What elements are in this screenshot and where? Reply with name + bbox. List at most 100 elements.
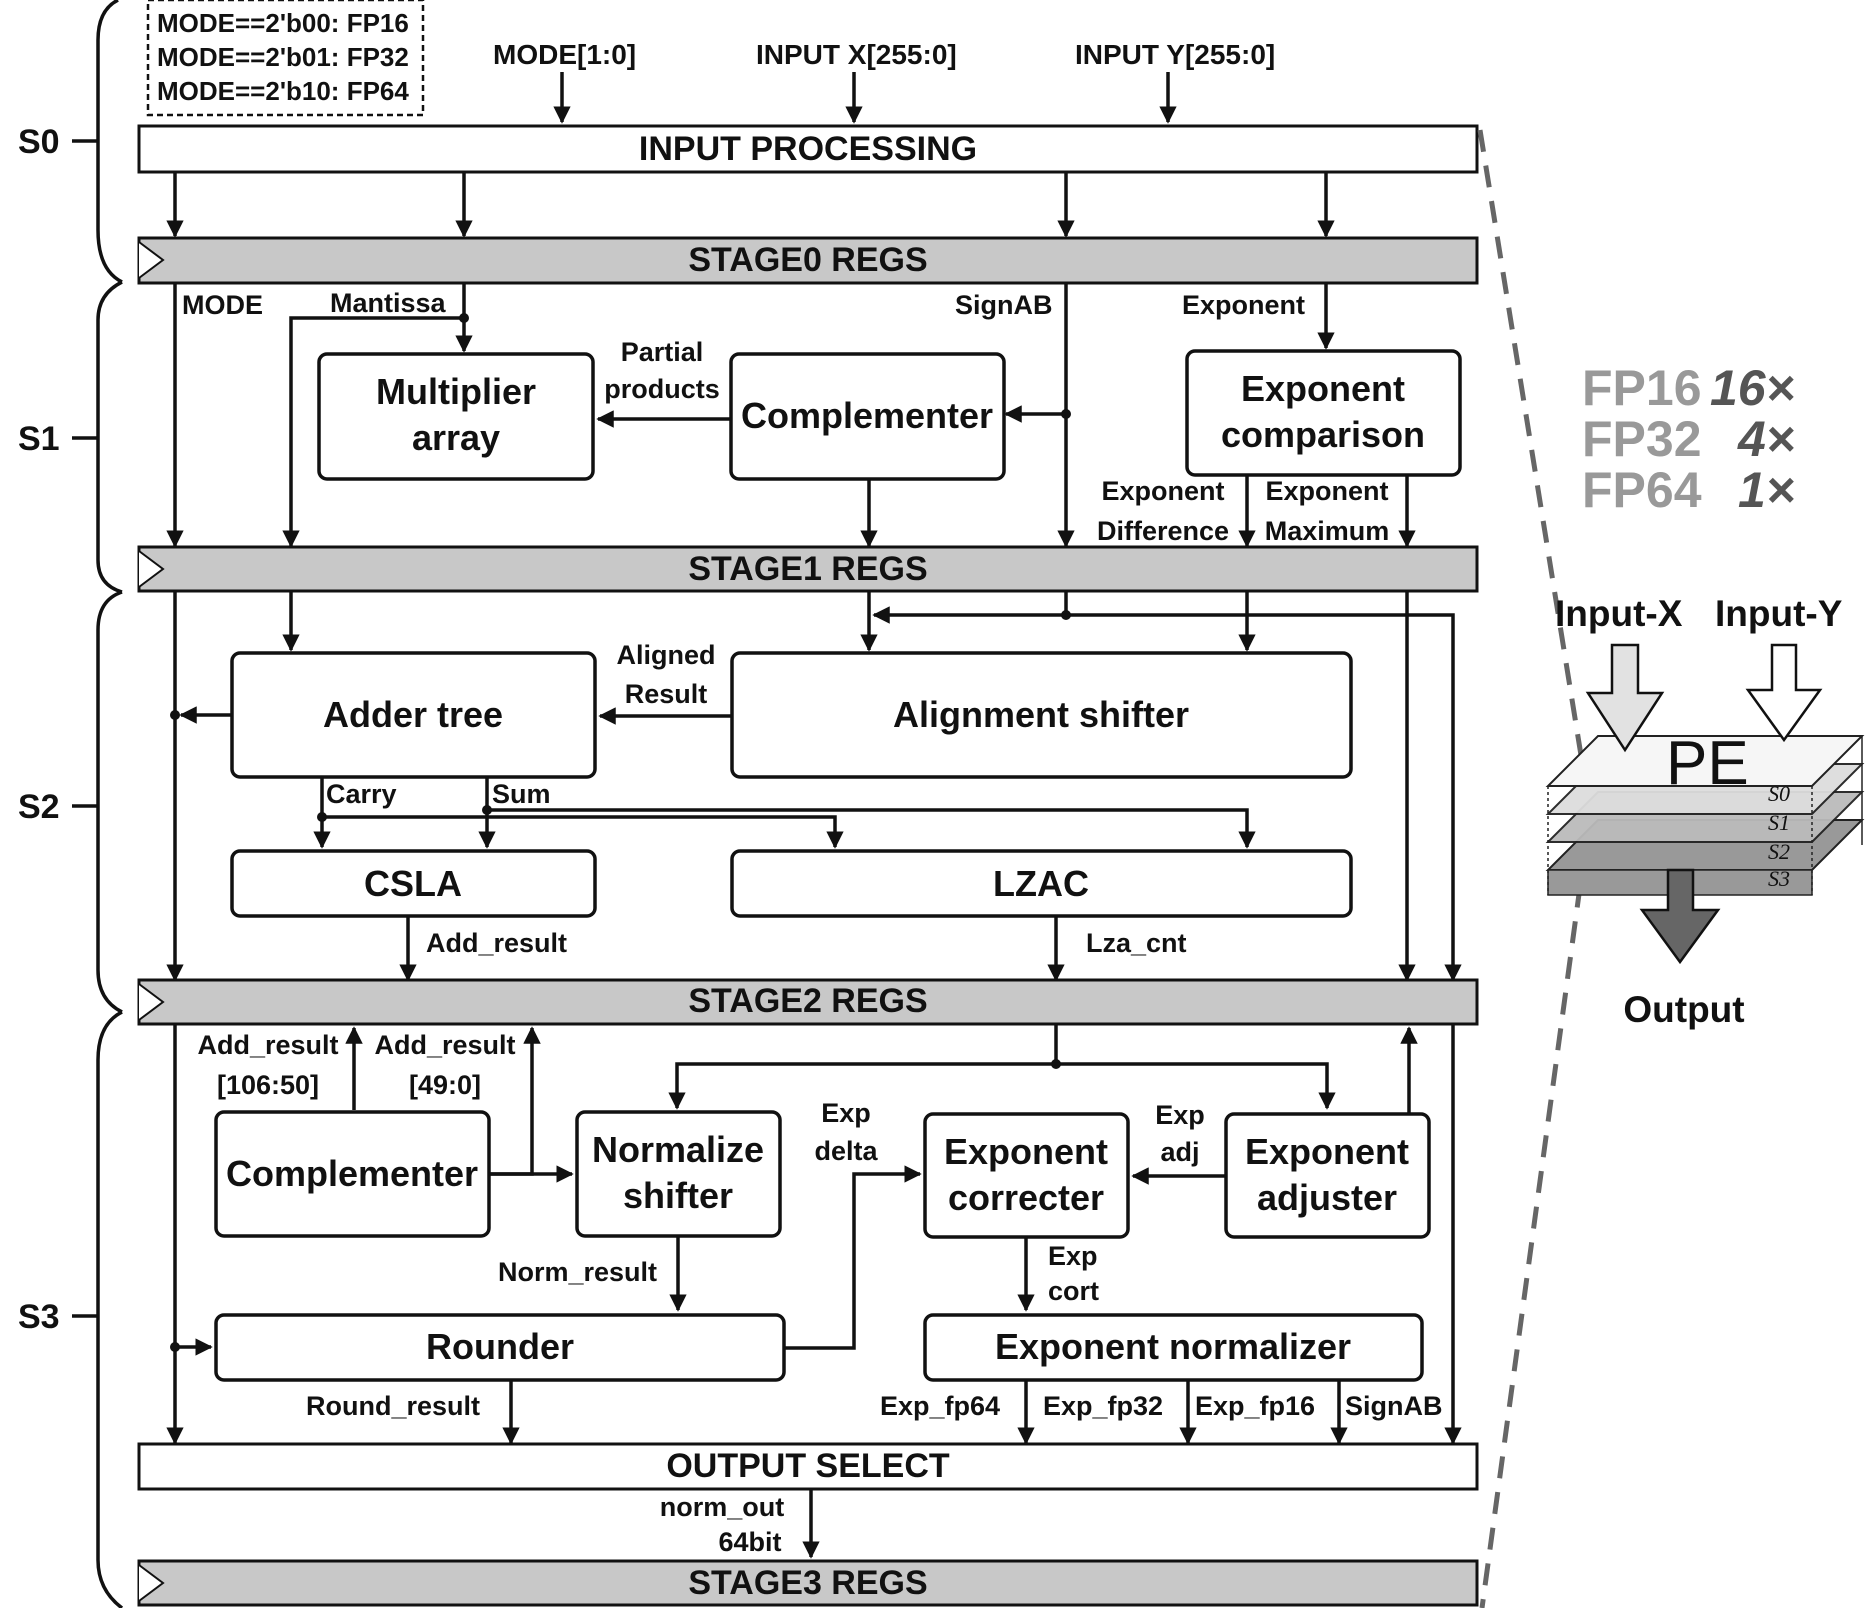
stage3-clock-icon	[138, 1564, 165, 1602]
output-select-bar	[137, 1442, 1479, 1491]
signal-exp-fp16: Exp_fp16	[1195, 1391, 1315, 1421]
stage0-regs-label: STAGE0 REGS	[688, 241, 927, 279]
throughput-mult-fp64: 1×	[1738, 462, 1795, 518]
mode-legend-fp32: MODE==2'b01: FP32	[157, 42, 409, 72]
signal-norm-result: Norm_result	[498, 1257, 657, 1287]
lza-to-exp-adjuster	[1056, 1062, 1336, 1110]
exponent-comparison-block	[1185, 349, 1462, 477]
signal-exp-adj-1: Exp	[1155, 1100, 1205, 1130]
pe-layer-label-s2: S2	[1768, 839, 1790, 864]
pe-input-y-arrow	[1745, 643, 1823, 743]
pe-input-x-arrow	[1585, 643, 1665, 753]
csla-block	[230, 849, 597, 918]
exponent-correcter-label-2: correcter	[948, 1177, 1104, 1218]
signal-exp-delta-2: delta	[814, 1136, 878, 1166]
signal-sum: Sum	[492, 779, 551, 809]
mantissa-bypass	[282, 316, 464, 548]
alignment-shifter-label: Alignment shifter	[893, 694, 1189, 735]
throughput-fmt-fp64: FP64	[1582, 462, 1702, 518]
signal-exp-max-1: Exponent	[1265, 476, 1388, 506]
s1-brace	[96, 280, 123, 594]
signal-aligned-result-1: Aligned	[617, 640, 716, 670]
signal-carry: Carry	[326, 779, 397, 809]
exponent-correcter-label-1: Exponent	[944, 1131, 1108, 1172]
exponent-adjuster-label-2: adjuster	[1257, 1177, 1397, 1218]
signal-exp-delta-1: Exp	[821, 1098, 871, 1128]
signal-signab-out: SignAB	[1345, 1391, 1443, 1421]
signal-add-result: Add_result	[426, 928, 567, 958]
stage-label-s3: S3	[18, 1298, 60, 1336]
throughput-fmt-fp32: FP32	[1582, 411, 1702, 467]
signal-exponent: Exponent	[1182, 290, 1305, 320]
signal-add-result-hi-2: [106:50]	[217, 1070, 319, 1100]
signal-add-result-lo-1: Add_result	[374, 1030, 515, 1060]
sum-to-lzac	[487, 808, 1256, 849]
throughput-mult-fp32: 4×	[1737, 411, 1795, 467]
signal-mode: MODE	[182, 290, 263, 320]
signal-exp-diff-2: Difference	[1097, 516, 1229, 546]
stage-label-s2: S2	[18, 788, 60, 826]
stage-label-s1: S1	[18, 420, 60, 458]
adder-mode-junction	[170, 710, 180, 720]
multiplier-array-label-1: Multiplier	[376, 371, 536, 412]
pe-layer-label-s0: S0	[1768, 781, 1790, 806]
signal-add-result-lo-2: [49:0]	[409, 1070, 481, 1100]
signal-partial-products-2: products	[604, 374, 720, 404]
output-select-label: OUTPUT SELECT	[666, 1447, 950, 1485]
exponent-normalizer-block	[923, 1313, 1424, 1382]
pe-input-y-label: Input-Y	[1715, 593, 1843, 634]
stage1-clock-icon	[138, 550, 165, 588]
complementer-s3-label: Complementer	[226, 1153, 478, 1194]
pe-output-label: Output	[1623, 989, 1744, 1030]
rounder-label: Rounder	[426, 1326, 574, 1367]
signal-exp-fp32: Exp_fp32	[1043, 1391, 1163, 1421]
signal-norm-out-1: norm_out	[660, 1492, 785, 1522]
signal-exp-cort-2: cort	[1048, 1276, 1099, 1306]
signal-lza-cnt: Lza_cnt	[1086, 928, 1187, 958]
carry-to-lzac	[322, 815, 844, 849]
s2-brace	[96, 590, 123, 1014]
stage1-regs-label: STAGE1 REGS	[688, 550, 927, 588]
signal-add-result-hi-1: Add_result	[197, 1030, 338, 1060]
multiplier-array-label-2: array	[412, 417, 500, 458]
exponent-adjuster-label-1: Exponent	[1245, 1131, 1409, 1172]
stage2-regs-bar	[137, 978, 1479, 1026]
pe-layer-label-s3: S3	[1768, 866, 1790, 891]
exponent-comparison-label-2: comparison	[1221, 414, 1425, 455]
signal-exp-max-2: Maximum	[1265, 516, 1390, 546]
signal-exp-cort-1: Exp	[1048, 1241, 1098, 1271]
signal-exp-adj-2: adj	[1160, 1137, 1199, 1167]
exponent-comparison-label-1: Exponent	[1241, 368, 1405, 409]
pe-layer-label-s1: S1	[1768, 810, 1790, 835]
normalize-shifter-label-2: shifter	[623, 1175, 733, 1216]
signal-exp-fp64: Exp_fp64	[880, 1391, 1000, 1421]
stage0-regs-bar	[137, 236, 1479, 285]
pe-input-x-label: Input-X	[1555, 593, 1683, 634]
normalize-shifter-label-1: Normalize	[592, 1129, 764, 1170]
pe-label: PE	[1666, 729, 1749, 798]
pe-output-arrow	[1639, 868, 1721, 965]
input-y-label: INPUT Y[255:0]	[1075, 39, 1275, 70]
stage2-clock-icon	[138, 983, 165, 1021]
complementer-s1-label: Complementer	[741, 395, 993, 436]
throughput-fmt-fp16: FP16	[1582, 360, 1702, 416]
mode-legend-box	[146, 0, 425, 117]
multiplier-array-block	[317, 352, 595, 481]
signab-to-s2	[1066, 613, 1462, 982]
lzac-block	[730, 849, 1353, 918]
stage1-regs-bar	[137, 545, 1479, 593]
signal-mantissa: Mantissa	[330, 288, 447, 318]
s0-brace	[96, 0, 123, 284]
zoom-line-top	[1477, 129, 1588, 781]
stage-label-s0: S0	[18, 123, 60, 161]
signal-exp-diff-1: Exponent	[1101, 476, 1224, 506]
signal-norm-out-2: 64bit	[718, 1527, 781, 1557]
lzac-label: LZAC	[993, 863, 1089, 904]
lza-to-normalize	[668, 1062, 1056, 1110]
signal-partial-products-1: Partial	[621, 337, 704, 367]
rounder-to-exp-correcter	[784, 1165, 922, 1350]
mode-legend-fp16: MODE==2'b00: FP16	[157, 8, 409, 38]
adder-tree-label: Adder tree	[323, 694, 503, 735]
mode-legend-fp64: MODE==2'b10: FP64	[157, 76, 409, 106]
